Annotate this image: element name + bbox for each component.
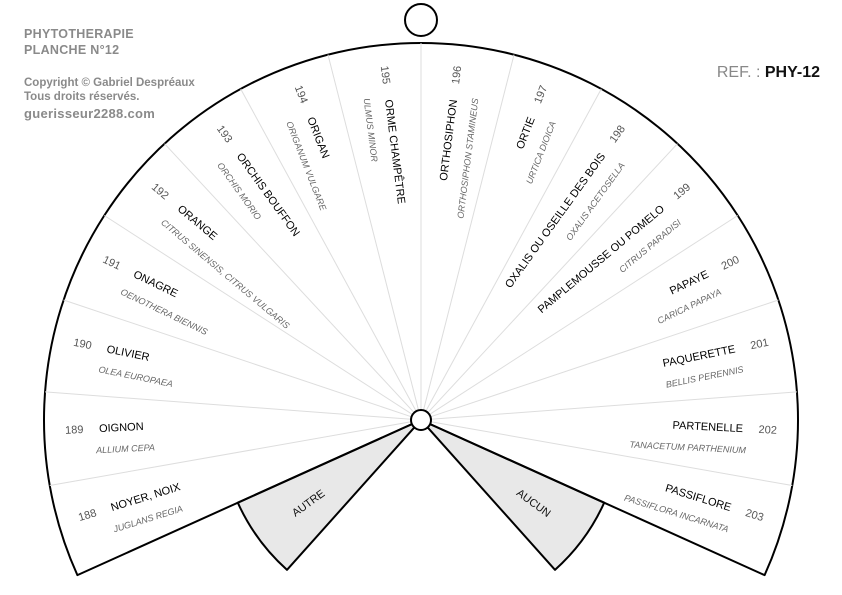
sector-number: 188 bbox=[77, 507, 98, 524]
sector-number: 193 bbox=[214, 123, 234, 145]
pivot-circle bbox=[410, 409, 432, 431]
sector-number: 195 bbox=[378, 65, 392, 85]
sector-divider bbox=[327, 54, 420, 411]
sector-divider bbox=[49, 421, 412, 487]
sector-divider bbox=[63, 299, 412, 418]
reference: REF. : PHY-12 bbox=[717, 64, 820, 82]
sector-divider bbox=[422, 54, 515, 411]
sector-aucun bbox=[426, 423, 606, 571]
sector-divider bbox=[425, 88, 602, 412]
sector-number: 197 bbox=[532, 84, 550, 105]
sector-name: ORTHOSIPHON bbox=[438, 99, 460, 182]
sector-divider bbox=[430, 391, 797, 420]
sector-number: 194 bbox=[292, 84, 310, 105]
sector-name: OIGNON bbox=[99, 421, 144, 435]
website-text: guerisseur2288.com bbox=[24, 106, 156, 121]
sector-divider bbox=[45, 391, 412, 420]
sector-divider bbox=[429, 215, 738, 415]
sector-number: 196 bbox=[450, 65, 464, 85]
sector-latin-name: TANACETUM PARTHENIUM bbox=[629, 439, 746, 455]
sector-number: 200 bbox=[720, 254, 742, 273]
sector-name: ORME CHAMPÊTRE bbox=[382, 99, 408, 205]
sector-number: 203 bbox=[744, 507, 765, 524]
sector-name: OLIVIER bbox=[106, 344, 151, 364]
chart-subtitle: PLANCHE N°12 bbox=[24, 43, 120, 57]
rights-text: Tous droits réservés. bbox=[24, 91, 140, 103]
sector-divider bbox=[430, 421, 793, 487]
sector-202: 202 PARTENELLE TANACETUM PARTHENIUM bbox=[629, 420, 777, 456]
sector-number: 192 bbox=[149, 181, 171, 202]
sector-latin-name: ALLIUM CEPA bbox=[95, 442, 155, 455]
sector-189: 189 OIGNON ALLIUM CEPA bbox=[65, 421, 155, 455]
sector-number: 190 bbox=[72, 337, 92, 352]
sector-name: PARTENELLE bbox=[672, 420, 743, 436]
copyright-text: Copyright © Gabriel Despréaux bbox=[24, 77, 195, 89]
sector-divider bbox=[104, 215, 413, 415]
sector-divider bbox=[427, 143, 678, 414]
sector-number: 198 bbox=[608, 123, 628, 145]
sector-number: 202 bbox=[758, 424, 777, 437]
sector-number: 191 bbox=[101, 254, 123, 273]
sector-divider bbox=[240, 88, 417, 412]
sector-divider bbox=[430, 299, 779, 418]
sector-latin-name: ULMUS MINOR bbox=[362, 98, 380, 163]
sector-latin-name: BELLIS PERENNIS bbox=[665, 364, 744, 389]
sector-latin-name: OLEA EUROPAEA bbox=[98, 364, 174, 389]
sector-number: 201 bbox=[749, 337, 769, 352]
sector-name: ORIGAN bbox=[304, 116, 331, 161]
reference-label: REF. : bbox=[716, 64, 761, 81]
sector-number: 199 bbox=[671, 181, 693, 202]
sector-divider bbox=[164, 143, 415, 414]
sector-number: 189 bbox=[65, 424, 84, 437]
sector-name: PAQUERETTE bbox=[662, 344, 737, 370]
sector-latin-name: CARICA PAPAYA bbox=[656, 287, 723, 326]
sector-name: ORTIE bbox=[514, 116, 537, 151]
reference-value: PHY-12 bbox=[764, 64, 820, 81]
top-ring-icon bbox=[404, 3, 438, 37]
chart-title: PHYTOTHERAPIE bbox=[24, 27, 134, 41]
